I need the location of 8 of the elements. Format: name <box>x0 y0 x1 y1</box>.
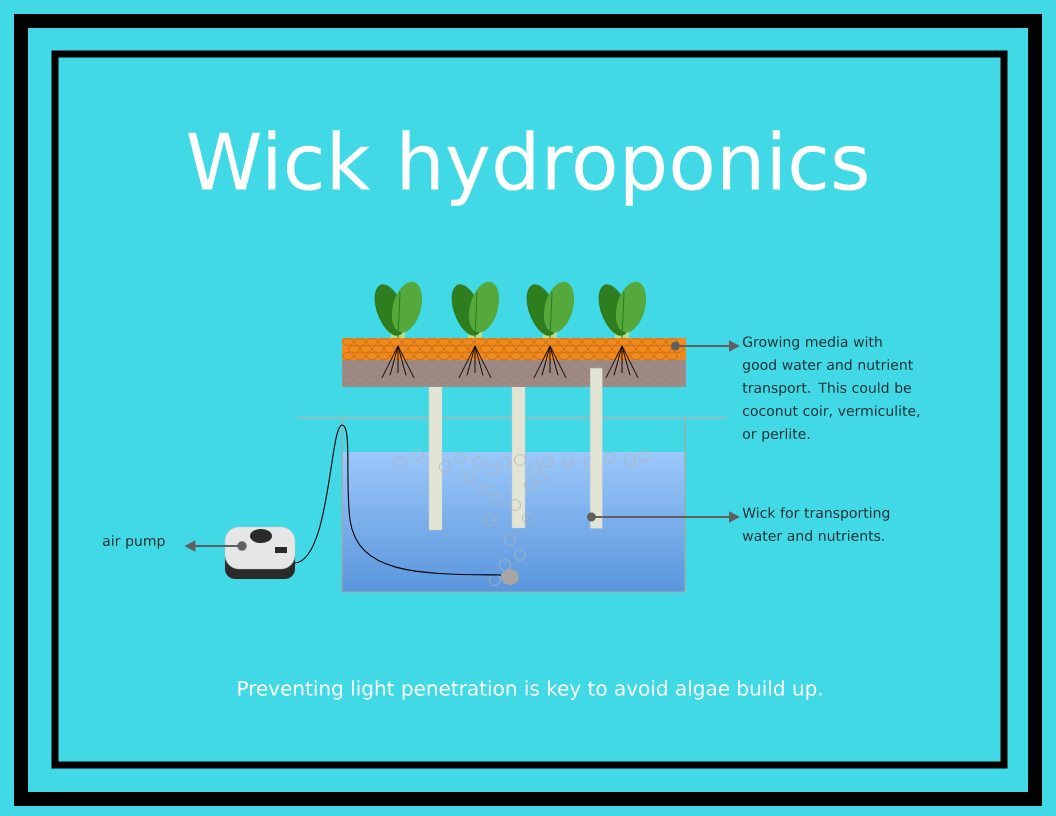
air-pump-drawing <box>224 526 296 579</box>
annotation-text: air pump <box>103 535 165 549</box>
title: Wick hydroponics <box>188 130 867 206</box>
caption: Preventing light penetration is key to avoid algae build up. <box>238 680 822 700</box>
growing-media-drawing <box>342 338 686 387</box>
wick-strip <box>590 368 603 529</box>
annotation-text: Growing media with good water and nutrient transport. This could be coconut coir, vermiculite, or perlite. <box>742 336 920 442</box>
annotation-text: Wick for transporting water and nutrients. <box>742 507 890 542</box>
